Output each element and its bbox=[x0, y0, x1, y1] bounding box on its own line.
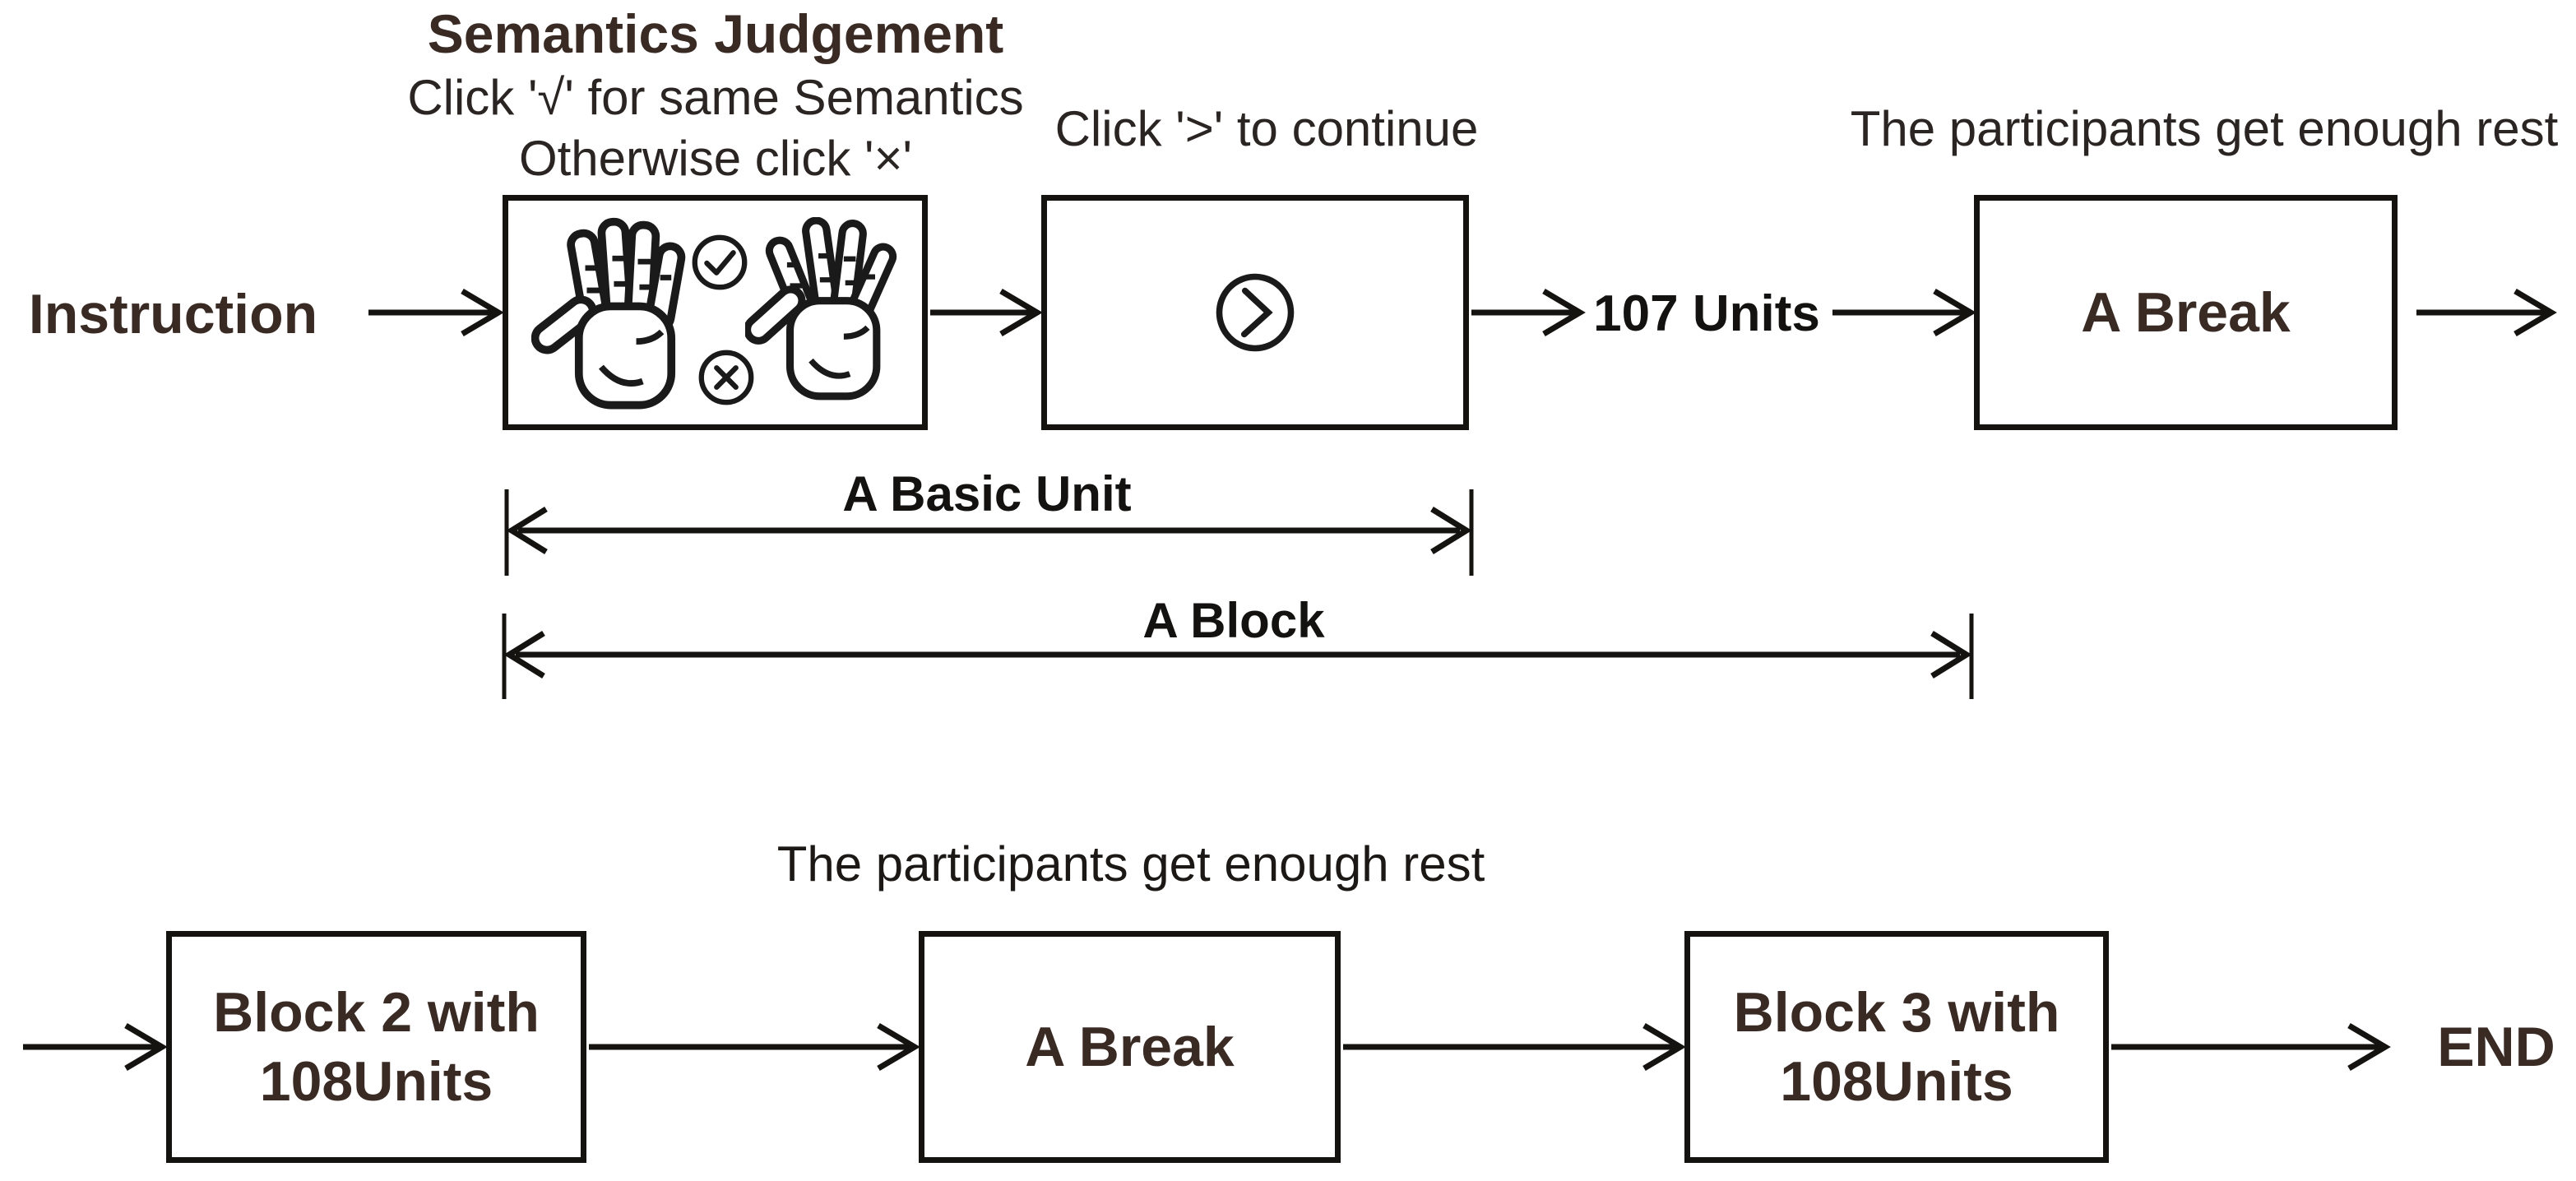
chevron-right-circle-icon bbox=[1216, 273, 1295, 352]
arrow-judgement-to-continue bbox=[930, 288, 1043, 337]
judgement-title: Semantics Judgement bbox=[427, 3, 1004, 64]
arrow-units-to-break bbox=[1832, 288, 1976, 337]
end-label: END bbox=[2437, 1016, 2555, 1078]
break-box-top: A Break bbox=[1974, 195, 2398, 430]
arrow-block2-to-break bbox=[589, 1022, 920, 1072]
units-count-label: 107 Units bbox=[1593, 285, 1820, 342]
right-hand-icon bbox=[745, 217, 897, 401]
block2-label-line1: Block 2 with bbox=[213, 981, 540, 1044]
cross-circle-icon bbox=[698, 350, 754, 405]
continue-hint: Click '>' to continue bbox=[1054, 101, 1479, 156]
arrow-break-exit bbox=[2416, 288, 2557, 337]
block3-box: Block 3 with 108Units bbox=[1684, 931, 2109, 1163]
continue-box bbox=[1041, 195, 1469, 430]
block-label: A Block bbox=[1142, 593, 1325, 648]
rest-hint-top: The participants get enough rest bbox=[1850, 101, 2559, 156]
arrow-break-to-block3 bbox=[1343, 1022, 1686, 1072]
arrow-instruction-to-judgement bbox=[368, 288, 504, 337]
judgement-hint-line2: Otherwise click '×' bbox=[518, 131, 913, 186]
instruction-label: Instruction bbox=[28, 283, 318, 345]
check-circle-icon bbox=[692, 234, 748, 290]
arrow-enter-block2 bbox=[23, 1022, 168, 1072]
break-box-top-label: A Break bbox=[2081, 281, 2291, 344]
block2-box: Block 2 with 108Units bbox=[166, 931, 586, 1163]
break-box-bottom: A Break bbox=[919, 931, 1341, 1163]
rest-hint-bottom: The participants get enough rest bbox=[776, 836, 1485, 892]
arrow-block3-to-end bbox=[2111, 1022, 2391, 1072]
block3-label-line2: 108Units bbox=[1780, 1050, 2013, 1113]
judgement-hint-line1: Click '√' for same Semantics bbox=[407, 70, 1024, 125]
arrow-continue-to-units bbox=[1471, 288, 1586, 337]
left-hand-icon bbox=[531, 217, 686, 410]
break-box-bottom-label: A Break bbox=[1025, 1016, 1235, 1078]
basic-unit-label: A Basic Unit bbox=[842, 466, 1132, 521]
block2-label-line2: 108Units bbox=[259, 1050, 493, 1113]
judgement-box bbox=[503, 195, 928, 430]
block3-label-line1: Block 3 with bbox=[1733, 981, 2060, 1044]
